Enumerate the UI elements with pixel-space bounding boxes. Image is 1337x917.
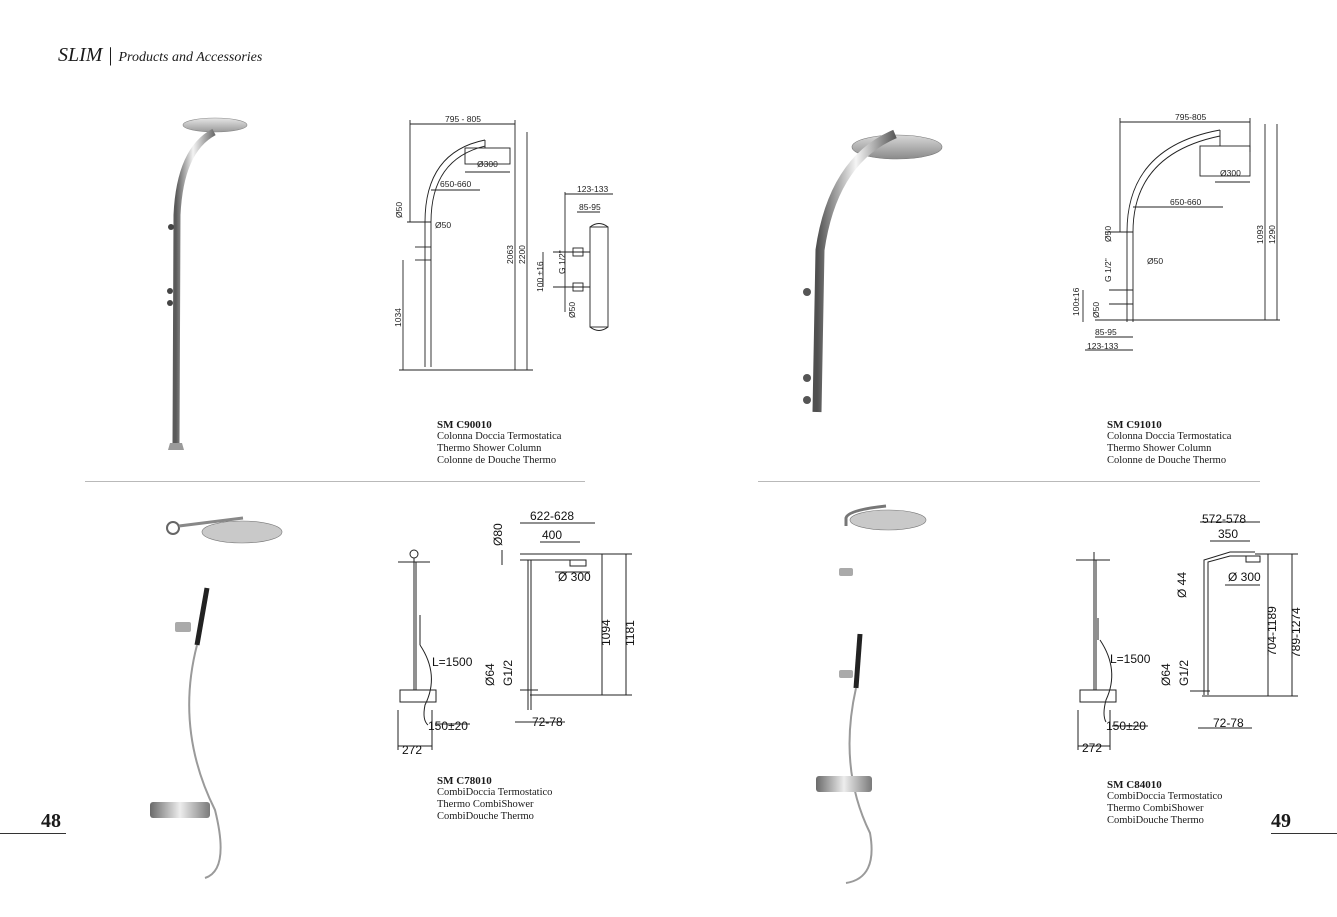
page-header: SLIM| Products and Accessories xyxy=(58,44,262,67)
dim-d64: Ø64 xyxy=(1159,663,1173,686)
dim-h1: 704-1189 xyxy=(1265,606,1279,656)
product-name-en: Thermo Shower Column xyxy=(1107,443,1212,454)
dim-side1: 123-133 xyxy=(1087,341,1118,351)
dim-h1: 1093 xyxy=(1255,225,1265,244)
product-photo-sm-c91010 xyxy=(803,129,943,413)
product-code: SM C78010 xyxy=(437,775,492,787)
dim-side2: 85-95 xyxy=(579,202,601,212)
product-name-fr: Colonne de Douche Thermo xyxy=(1107,455,1227,466)
divider-left xyxy=(85,481,585,482)
dim-d50-a: Ø50 xyxy=(394,202,404,218)
dim-h3: 1034 xyxy=(393,308,403,327)
product-name-it: Colonna Doccia Termostatica xyxy=(437,431,562,442)
product-photo-sm-c84010 xyxy=(816,504,927,884)
page-number-rule-left xyxy=(0,833,66,834)
header-subtitle: Products and Accessories xyxy=(118,50,263,65)
product-name-fr: Colonne de Douche Thermo xyxy=(437,455,557,466)
dim-thread: G 1/2" xyxy=(1103,258,1113,282)
dim-d50-b: Ø50 xyxy=(435,220,451,230)
brand-title: SLIM xyxy=(58,44,103,66)
technical-drawing-sm-c91010: 795-805 Ø300 650-660 Ø50 85-95 123-133 Ø… xyxy=(1071,112,1280,351)
dim-d50-b: Ø50 xyxy=(1147,256,1163,266)
dim-h2: 789-1274 xyxy=(1289,607,1303,658)
dim-diameter: Ø300 xyxy=(1220,168,1241,178)
dim-width: 572-578 xyxy=(1202,512,1246,526)
dim-side: 72-78 xyxy=(1213,716,1244,730)
technical-drawing-sm-c84010: L=1500 150±20 272 572-578 350 Ø 300 72-7… xyxy=(1076,512,1303,755)
dim-d50-c: Ø50 xyxy=(1091,302,1101,318)
divider-right xyxy=(758,481,1260,482)
dim-diameter: Ø 300 xyxy=(558,570,591,584)
dim-side: 72-78 xyxy=(532,715,563,729)
dim-width: 795-805 xyxy=(1175,112,1206,122)
product-code: SM C84010 xyxy=(1107,779,1162,791)
product-name-fr: CombiDouche Thermo xyxy=(1107,815,1204,826)
dim-hose-length: L=1500 xyxy=(432,655,473,669)
product-code: SM C91010 xyxy=(1107,419,1162,431)
product-name-it: Colonna Doccia Termostatica xyxy=(1107,431,1232,442)
dim-d50-c: Ø50 xyxy=(567,302,577,318)
dim-d44: Ø 44 xyxy=(1175,572,1189,598)
dim-h2: 1181 xyxy=(623,620,637,646)
dim-diameter: Ø 300 xyxy=(1228,570,1261,584)
dim-side1: 123-133 xyxy=(577,184,608,194)
dim-reach: 650-660 xyxy=(440,179,471,189)
dim-width: 795 - 805 xyxy=(445,114,481,124)
dim-reach: 650-660 xyxy=(1170,197,1201,207)
dim-base: 272 xyxy=(1082,741,1102,755)
dim-h1: 2063 xyxy=(505,245,515,264)
dim-arm: 400 xyxy=(542,528,562,542)
dim-thread: G1/2 xyxy=(1177,660,1191,686)
dim-thread: G 1/2" xyxy=(557,250,567,274)
dim-spacing: 100 ±16 xyxy=(535,261,545,292)
product-photo-sm-c78010 xyxy=(150,516,283,879)
dim-spacing: 100±16 xyxy=(1071,287,1081,316)
caption-sm-c91010: SM C91010 Colonna Doccia Termostatica Th… xyxy=(1107,419,1231,467)
product-photo-sm-c90010 xyxy=(167,117,248,450)
technical-drawing-sm-c90010: 795 - 805 Ø300 650-660 Ø50 123-133 85-95… xyxy=(393,114,613,371)
dim-thread: G1/2 xyxy=(501,660,515,686)
dim-h2: 2200 xyxy=(517,245,527,264)
dim-offset: 150±20 xyxy=(1106,719,1146,733)
product-name-en: Thermo CombiShower xyxy=(437,799,534,810)
dim-d64: Ø64 xyxy=(483,663,497,686)
page-number-left: 48 xyxy=(41,810,61,832)
dim-offset: 150±20 xyxy=(428,719,468,733)
caption-sm-c90010: SM C90010 Colonna Doccia Termostatica Th… xyxy=(437,419,561,467)
caption-sm-c84010: SM C84010 CombiDoccia Termostatico Therm… xyxy=(1107,779,1222,827)
dim-diameter: Ø300 xyxy=(477,159,498,169)
product-name-it: CombiDoccia Termostatico xyxy=(1107,791,1223,802)
technical-drawing-sm-c78010: L=1500 150±20 272 622-628 400 Ø 300 72-7… xyxy=(397,510,637,757)
dim-arm: 350 xyxy=(1218,527,1238,541)
product-code: SM C90010 xyxy=(437,419,492,431)
dim-side2: 85-95 xyxy=(1095,327,1117,337)
header-separator: | xyxy=(108,44,113,66)
page-number-right: 49 xyxy=(1271,810,1291,832)
caption-sm-c78010: SM C78010 CombiDoccia Termostatico Therm… xyxy=(437,775,552,823)
product-name-en: Thermo CombiShower xyxy=(1107,803,1204,814)
dim-hose-length: L=1500 xyxy=(1110,652,1151,666)
dim-h1: 1094 xyxy=(599,619,613,646)
page-number-rule-right xyxy=(1271,833,1337,834)
dim-d80: Ø80 xyxy=(491,523,505,546)
dim-width: 622-628 xyxy=(530,510,574,523)
dim-d50-a: Ø50 xyxy=(1103,226,1113,242)
product-name-it: CombiDoccia Termostatico xyxy=(437,787,553,798)
dim-base: 272 xyxy=(402,743,422,757)
dim-h2: 1290 xyxy=(1267,225,1277,244)
product-name-fr: CombiDouche Thermo xyxy=(437,811,534,822)
product-name-en: Thermo Shower Column xyxy=(437,443,542,454)
